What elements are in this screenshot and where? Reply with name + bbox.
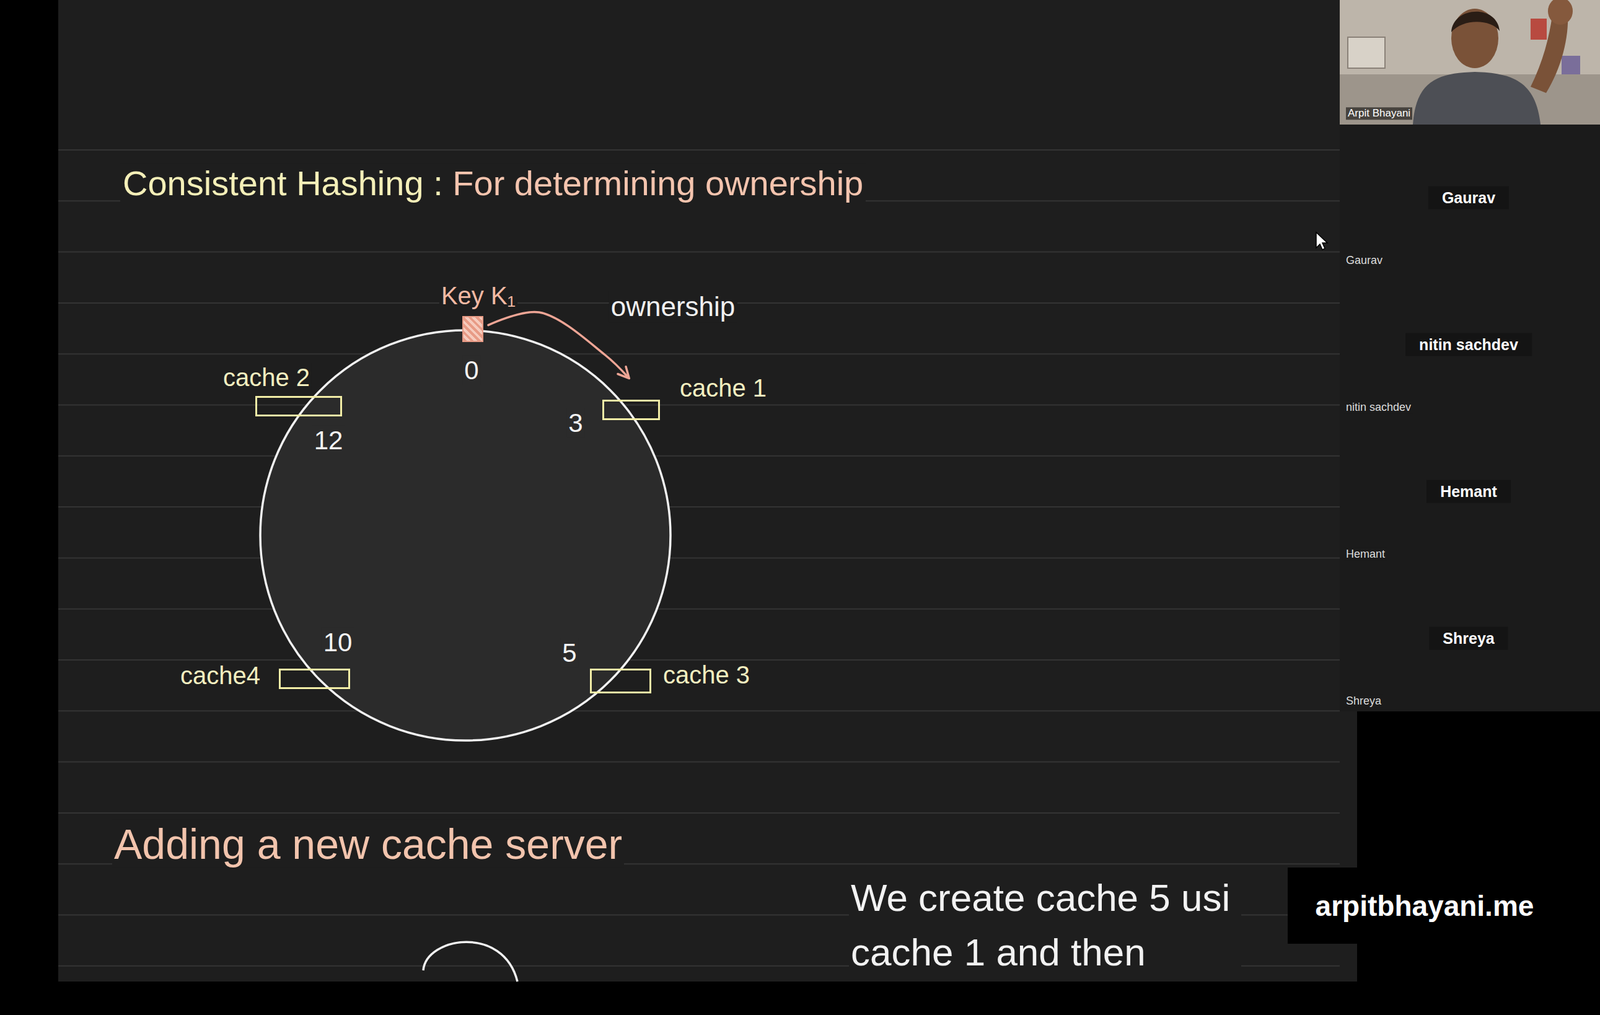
ring-position: 12 <box>312 425 346 456</box>
mouse-cursor <box>1316 232 1328 250</box>
ruled-line <box>58 710 1340 712</box>
participants-panel <box>1339 0 1600 712</box>
title: Consistent Hashing : For determining own… <box>120 163 866 204</box>
node-label: cache4 <box>178 661 263 690</box>
cache-box: cache4 <box>278 668 351 690</box>
watermark: arpitbhayani.me <box>1313 889 1537 923</box>
participant-name: Hemant <box>1426 480 1511 504</box>
ruled-line <box>58 404 1340 406</box>
video-thumbnail <box>1339 0 1600 125</box>
ring-position: 5 <box>560 638 579 669</box>
ruled-line <box>58 812 1340 814</box>
title-part: For determining ownership <box>452 163 864 203</box>
hash-ring <box>260 330 671 741</box>
ring-position: 3 <box>566 408 585 439</box>
participant-name: nitin sachdev <box>1405 333 1532 357</box>
video-poster <box>1530 18 1547 40</box>
ruled-line <box>58 608 1340 610</box>
watermark-box <box>1287 867 1562 944</box>
cache-box: cache 3 <box>589 668 652 694</box>
key-marker: Key K₁ <box>462 316 484 343</box>
partial-ring <box>423 941 518 982</box>
video-person-hand <box>1547 0 1573 25</box>
edge-label: ownership <box>609 291 738 323</box>
node-label: cache 2 <box>221 363 312 392</box>
ruled-line <box>58 761 1340 763</box>
ownership-arrow <box>488 311 629 378</box>
ruled-lines <box>58 149 1340 967</box>
ring-position: 0 <box>462 355 481 386</box>
cache-box: cache 2 <box>255 395 343 417</box>
ruled-line <box>58 251 1340 253</box>
ruled-line <box>58 557 1340 559</box>
ruled-line <box>58 149 1340 151</box>
node-label: Key K₁ <box>439 281 518 310</box>
note: We create cache 5 usi cache 1 and then <box>848 870 1242 980</box>
video-person-body <box>1412 71 1541 125</box>
ring-position: 10 <box>321 627 355 658</box>
board <box>58 0 1358 982</box>
node-label: cache 1 <box>677 373 769 403</box>
ruled-line <box>58 455 1340 457</box>
cache-box: cache 1 <box>602 399 660 421</box>
video-person-hair <box>1451 11 1500 33</box>
participant-name: Shreya <box>1344 694 1384 708</box>
participant-name: nitin sachdev <box>1344 400 1413 414</box>
title-part: Consistent Hashing : <box>122 163 453 203</box>
ruled-line <box>58 506 1340 508</box>
video-person-arm <box>1530 13 1568 93</box>
note: Adding a new cache server <box>112 819 625 869</box>
participant-name: Gaurav <box>1344 254 1385 268</box>
video-shelf <box>1347 37 1385 69</box>
participant-name: Arpit Bhayani <box>1345 107 1413 120</box>
video-poster <box>1561 55 1581 75</box>
ruled-line <box>58 353 1340 355</box>
participant-name: Gaurav <box>1428 186 1509 210</box>
participant-name: Hemant <box>1344 547 1387 561</box>
participant-name: Shreya <box>1428 627 1508 651</box>
node-label: cache 3 <box>661 660 752 690</box>
